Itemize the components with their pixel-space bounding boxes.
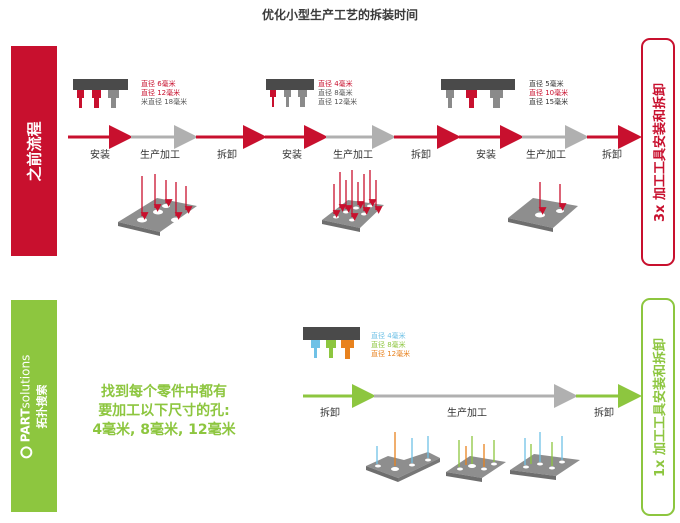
stage-label: 生产加工: [447, 408, 487, 419]
page-title: 优化小型生产工艺的拆装时间: [261, 8, 418, 22]
combined-workpiece-3: [510, 432, 580, 480]
stage-label: 拆卸: [602, 150, 622, 161]
stage-label: 拆卸: [411, 150, 431, 161]
partsolutions-bar: PARTsolutions 拓扑搜索: [11, 300, 57, 512]
stage-label: 拆卸: [217, 150, 237, 161]
stage-label: 安装: [476, 150, 496, 161]
tool-holder-3: [441, 79, 515, 108]
stage-label: 生产加工: [140, 150, 180, 161]
tool-holder-1: [73, 79, 128, 108]
combined-tool-legend: 直径 4毫米 直径 8毫米 直径 12毫米: [371, 332, 411, 358]
before-process-bar: 之前流程: [11, 46, 57, 256]
workpiece-3: [508, 182, 578, 232]
stage-label: 安装: [90, 150, 110, 161]
hole-size-message: 找到每个零件中都有 要加工以下尺寸的孔: 4毫米, 8毫米, 12毫米: [92, 384, 236, 438]
before-summary-box: 3x 加工工具安装和拆卸: [641, 38, 675, 266]
tool-legend-1: 直径 6毫米 直径 12毫米 米直径 18毫米: [141, 80, 188, 106]
combined-tool-holder: [303, 327, 360, 359]
tool-legend-3: 直径 5毫米 直径 10毫米 直径 15毫米: [529, 80, 569, 106]
stage-label: 安装: [282, 150, 302, 161]
stage-label: 生产加工: [333, 150, 373, 161]
stage-label: 生产加工: [526, 150, 566, 161]
tool-holder-2: [266, 79, 314, 107]
workpiece-1: [118, 174, 197, 236]
combined-workpiece-2: [446, 436, 506, 482]
stage-label: 拆卸: [320, 408, 340, 419]
after-summary-box: 1x 加工工具安装和拆卸: [641, 298, 675, 516]
stage-label: 拆卸: [594, 408, 614, 419]
workpiece-2: [322, 170, 384, 232]
tool-legend-2: 直径 4毫米 直径 8毫米 直径 12毫米: [318, 80, 358, 106]
combined-workpiece-1: [366, 432, 440, 482]
